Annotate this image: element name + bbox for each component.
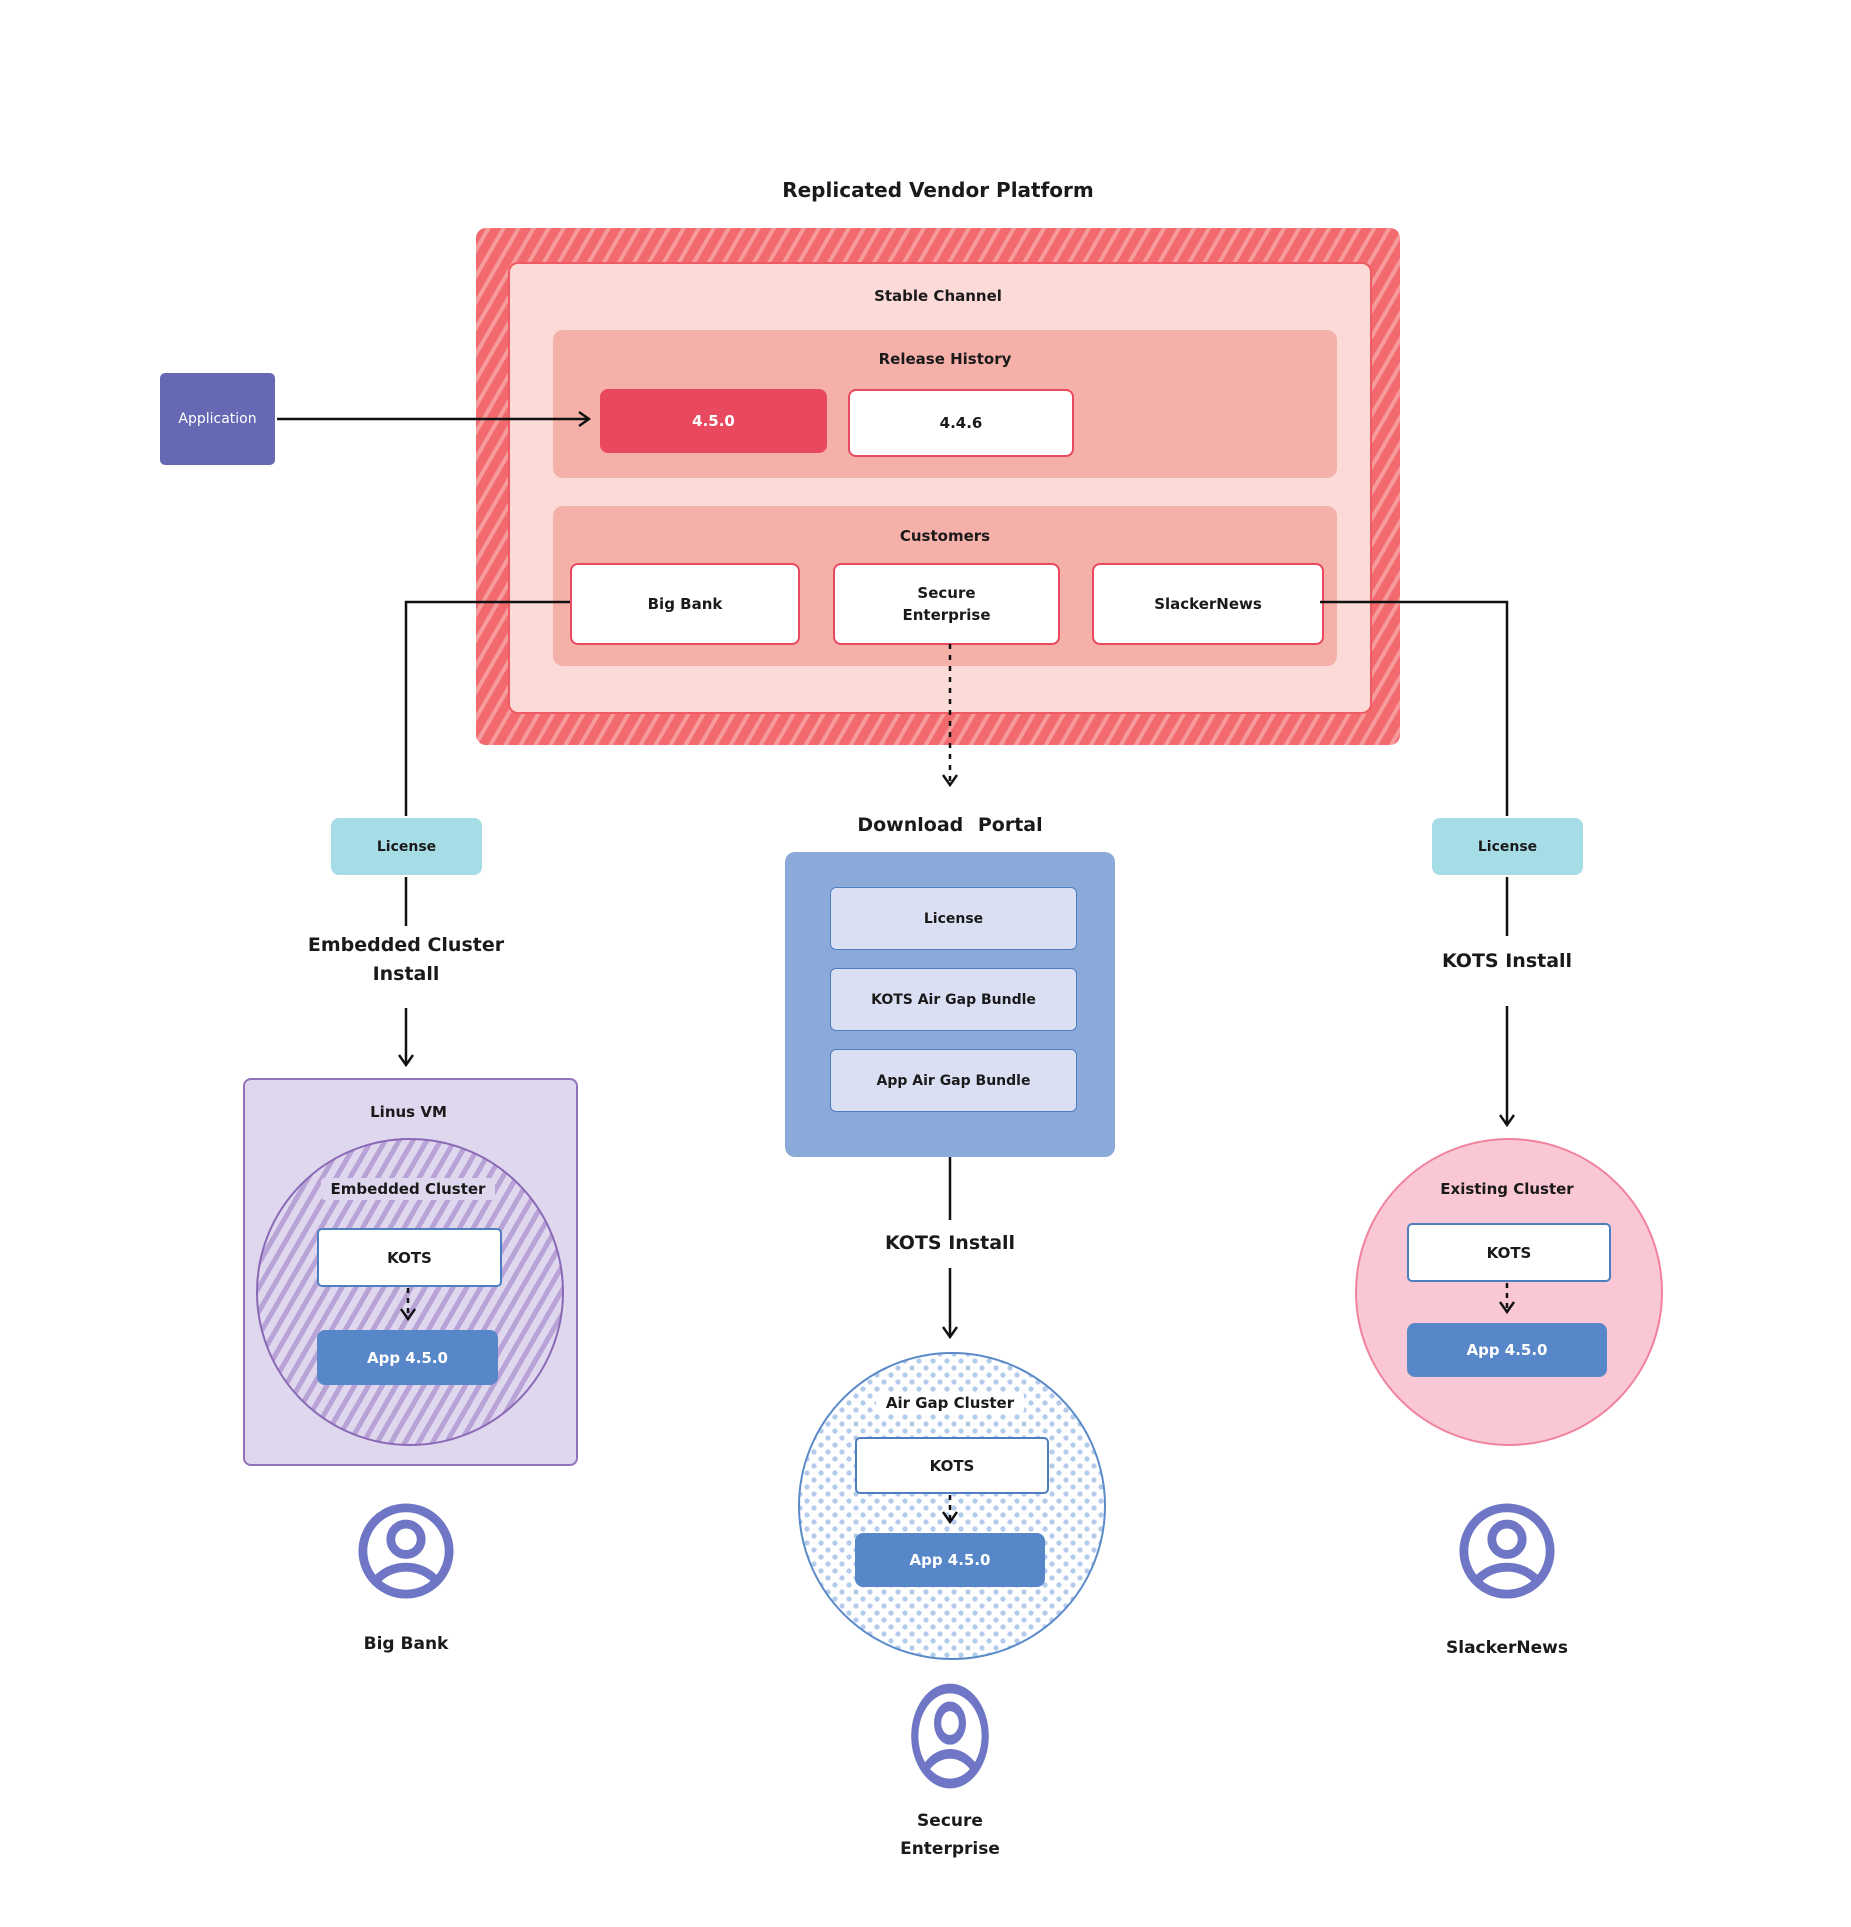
embedded-cluster-label: Embedded Cluster [320,1178,496,1200]
slackernews-person-label: SlackerNews [1446,1638,1568,1658]
portal-item-license: License [830,887,1077,950]
slackernews-person-icon [1458,1502,1556,1600]
customer-big-bank: Big Bank [570,563,800,645]
release-version-previous: 4.4.6 [848,389,1074,457]
license-box-left: License [331,818,482,875]
kots-install-label-middle: KOTS Install [884,1231,1016,1254]
embedded-cluster-install-label: Embedded Cluster Install [307,934,505,985]
page-title: Replicated Vendor Platform [782,178,1094,202]
existing-cluster-label: Existing Cluster [1440,1180,1574,1198]
release-version-current: 4.5.0 [600,389,827,453]
release-history-label: Release History [878,350,1012,368]
big-bank-person-icon [357,1502,455,1600]
air-gap-cluster-label-wrap: Air Gap Cluster [825,1390,1075,1416]
customer-secure-enterprise: Secure Enterprise [833,563,1060,645]
portal-item-kots-bundle: KOTS Air Gap Bundle [830,968,1077,1031]
secure-enterprise-person-label: Secure Enterprise [900,1811,1000,1859]
kots-install-label-right: KOTS Install [1441,949,1573,972]
portal-item-app-bundle: App Air Gap Bundle [830,1049,1077,1112]
app-box-middle: App 4.5.0 [855,1533,1045,1587]
kots-box-right: KOTS [1407,1223,1611,1282]
license-box-right: License [1432,818,1583,875]
stable-channel-label: Stable Channel [874,287,1002,305]
existing-cluster-circle [1355,1138,1663,1446]
app-box-right: App 4.5.0 [1407,1323,1607,1377]
big-bank-person-label: Big Bank [363,1634,449,1654]
customer-slackernews: SlackerNews [1092,563,1324,645]
download-portal-label: Download Portal [857,813,1043,836]
customers-label: Customers [899,527,991,545]
kots-box-middle: KOTS [855,1437,1049,1494]
secure-enterprise-person-icon [910,1682,990,1790]
app-box-left: App 4.5.0 [317,1330,498,1385]
linus-vm-label: Linus VM [370,1103,447,1121]
existing-cluster-label-wrap: Existing Cluster [1382,1176,1632,1202]
application-box: Application [160,373,275,465]
air-gap-cluster-label: Air Gap Cluster [875,1392,1025,1414]
kots-box-left: KOTS [317,1228,502,1287]
embedded-cluster-label-wrap: Embedded Cluster [283,1176,533,1202]
